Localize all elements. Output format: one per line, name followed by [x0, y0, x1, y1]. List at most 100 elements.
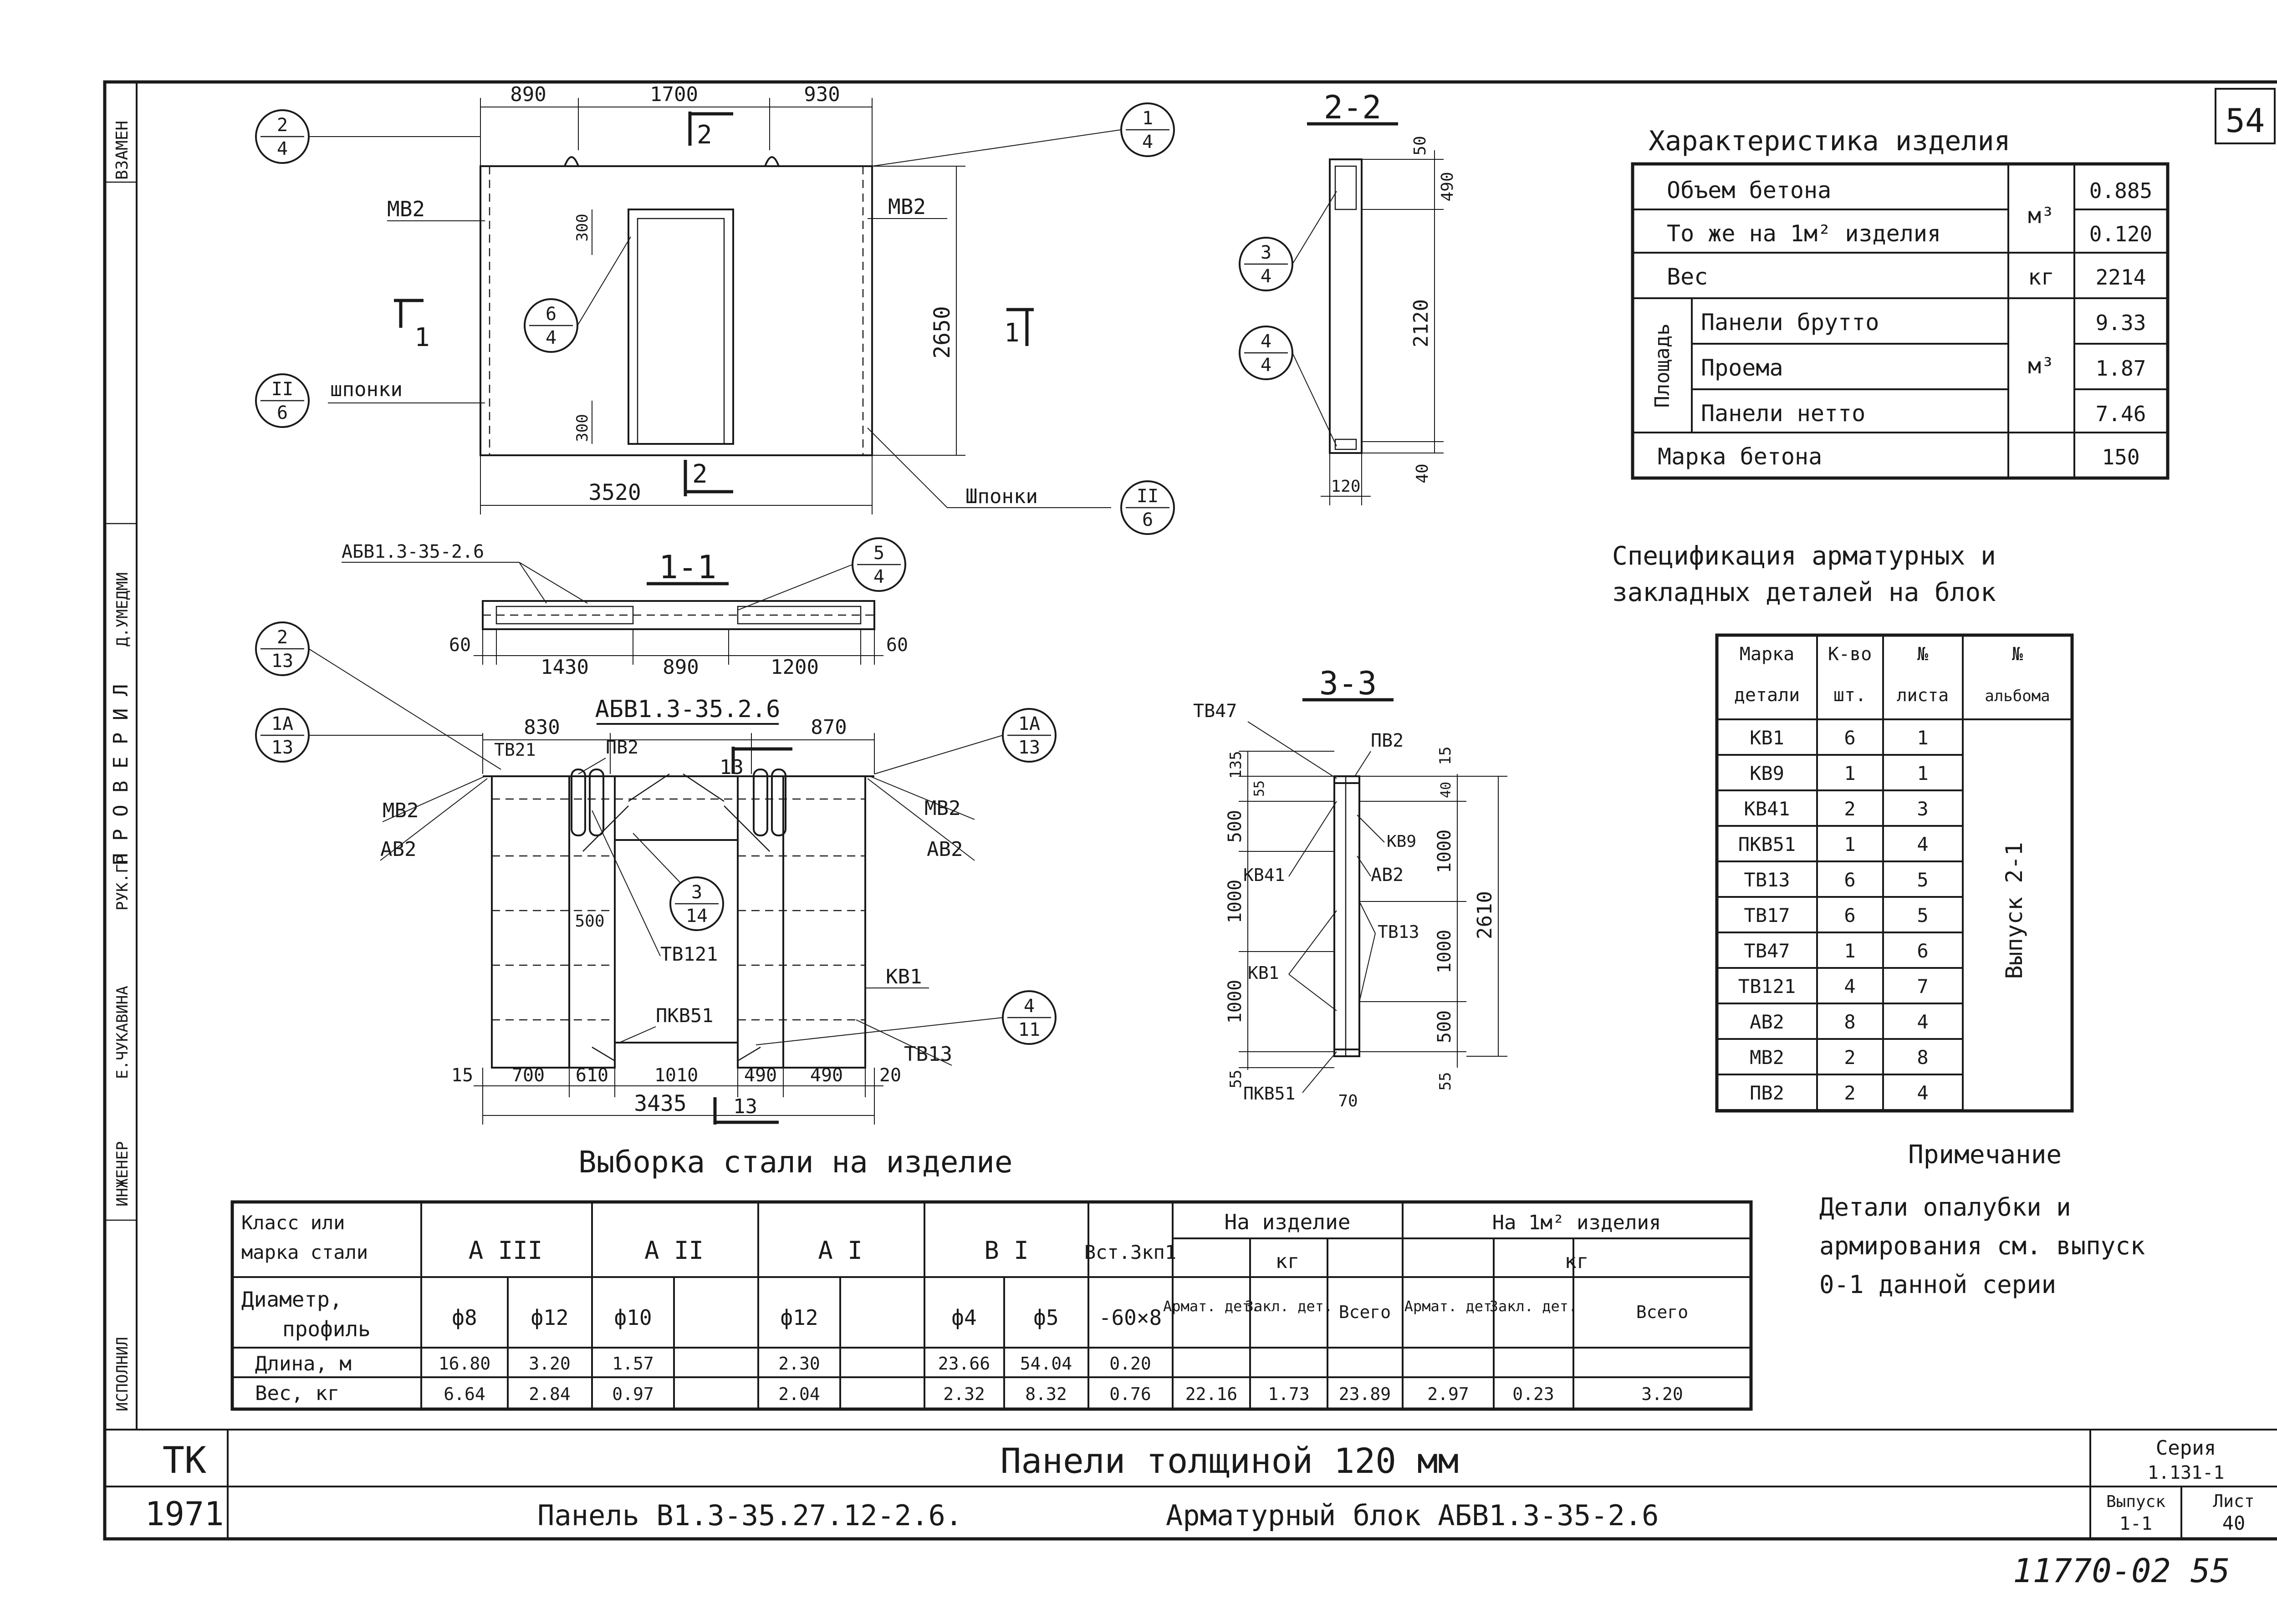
steel-title: Выборка стали на изделие — [578, 1145, 1013, 1180]
steel-weight: 2.84 — [529, 1384, 571, 1404]
block-label-kv1: КВ1 — [886, 965, 922, 988]
spec-cell: 5 — [1917, 904, 1928, 927]
char-label-4: Проема — [1701, 355, 1783, 381]
spec-cell: 4 — [1917, 833, 1928, 855]
svg-text:II: II — [1137, 486, 1159, 507]
section-2-2-dim-thick: 120 — [1331, 477, 1360, 496]
steel-class-3: В I — [984, 1236, 1029, 1265]
svg-text:1: 1 — [414, 323, 430, 352]
block-title: АБВ1.3-35.2.6 — [595, 696, 781, 723]
steel-total: 0.23 — [1512, 1384, 1554, 1404]
callout-1-4: 1 4 — [872, 102, 1175, 167]
block-label-pv2: ПВ2 — [606, 737, 638, 758]
steel-class-label-1: Класс или — [241, 1212, 345, 1234]
steel-profile: ф4 — [951, 1305, 976, 1330]
section-3-3-label-tv47: ТВ47 — [1193, 701, 1237, 722]
steel-weight: 2.04 — [778, 1384, 820, 1404]
svg-text:1: 1 — [1142, 108, 1153, 129]
char-value-2: 2214 — [2096, 265, 2146, 290]
svg-text:2: 2 — [692, 459, 708, 489]
svg-text:2: 2 — [277, 627, 288, 648]
title-subtitle-left: Панель В1.3-35.27.12-2.6. — [537, 1499, 962, 1532]
spec-cell: 5 — [1917, 869, 1928, 891]
sheet-number-box — [2215, 88, 2276, 144]
spec-cell: 1 — [1844, 940, 1855, 962]
callout-5-4: 5 4 — [737, 537, 906, 611]
callout-1A-13-right: 1А 13 — [874, 708, 1057, 774]
cut-marker-2-top: 2 — [688, 112, 733, 150]
steel-sub-5: Всего — [1636, 1302, 1688, 1322]
front-view: 890 1700 930 3520 2650 300 300 МВ2 МВ2 ш… — [255, 83, 1175, 535]
section-2-2-dim-4: 40 — [1413, 463, 1432, 483]
char-label-6: Марка бетона — [1658, 443, 1822, 470]
characteristics-table: Характеристика изделия Объем бетона То ж… — [1631, 125, 2170, 480]
note: Примечание Детали опалубки и армирования… — [1819, 1140, 2145, 1299]
steel-profile: ф8 — [452, 1305, 477, 1330]
steel-on-item: На изделие — [1225, 1210, 1351, 1234]
svg-text:4: 4 — [546, 327, 556, 348]
section-1-1-dim-2: 1430 — [541, 656, 589, 679]
svg-text:13: 13 — [271, 737, 293, 758]
spec-header-2a: № — [1917, 644, 1928, 665]
block-label-av2-right: АВ2 — [927, 838, 963, 861]
spec-cell: 6 — [1917, 940, 1928, 962]
front-dim-opening-1: 300 — [573, 214, 592, 241]
front-dim-top-2: 1700 — [650, 83, 698, 106]
title-issue-label: Выпуск — [2106, 1492, 2165, 1511]
char-value-5: 7.46 — [2096, 402, 2146, 426]
section-3-3-dim-right-2: 40 — [1438, 782, 1454, 798]
section-2-2: 2-2 50 490 2120 40 120 3 4 4 4 — [1239, 89, 1457, 505]
steel-sub-2: Всего — [1339, 1302, 1391, 1322]
front-mark-right: МВ2 — [888, 194, 926, 219]
spec-cell: 1 — [1844, 762, 1855, 784]
svg-text:4: 4 — [1261, 331, 1271, 352]
section-3-3-label-tv13: ТВ13 — [1378, 922, 1419, 942]
title-block: ТК 1971 Панели толщиной 120 мм Панель В1… — [145, 1436, 2254, 1534]
callout-6-4: 6 4 — [524, 236, 631, 353]
section-3-3-dim-right-3: 1000 — [1434, 830, 1455, 873]
steel-profile: -60×8 — [1099, 1305, 1162, 1330]
spec-cell: АВ2 — [1750, 1011, 1784, 1033]
front-label-shponki-left: шпонки — [330, 378, 403, 401]
steel-sub-0: Армат. дет. — [1163, 1298, 1260, 1315]
char-value-4: 1.87 — [2096, 356, 2146, 381]
spec-album: Выпуск 2-1 — [2001, 842, 2027, 979]
stamp-vzamen: ВЗАМЕН — [113, 121, 132, 180]
block-cut-label: 13 — [733, 1095, 757, 1118]
svg-text:4: 4 — [1142, 132, 1153, 153]
char-value-1: 0.120 — [2089, 222, 2152, 246]
section-1-1-dim-3: 890 — [663, 656, 699, 679]
section-3-3-dim-right-4: 1000 — [1434, 930, 1455, 973]
svg-text:5: 5 — [873, 543, 884, 564]
svg-text:1А: 1А — [1018, 713, 1040, 734]
char-unit-4: м³ — [2028, 353, 2054, 379]
svg-text:14: 14 — [686, 906, 708, 927]
cut-marker-1-left: 1 — [394, 299, 430, 352]
steel-profile-label-2: профиль — [282, 1317, 371, 1341]
svg-text:4: 4 — [277, 138, 288, 159]
steel-weight: 0.76 — [1109, 1384, 1151, 1404]
steel-on-m2: На 1м² изделия — [1492, 1211, 1661, 1234]
title-main: Панели толщиной 120 мм — [1001, 1441, 1459, 1481]
section-3-3-dim-left-2: 55 — [1251, 780, 1267, 797]
char-value-0: 0.885 — [2089, 178, 2152, 203]
section-2-2-dim-2: 490 — [1438, 172, 1457, 201]
spec-title-2: закладных деталей на блок — [1612, 578, 1996, 607]
steel-table: Выборка стали на изделие Класс или марка… — [230, 1145, 1753, 1411]
section-1-1-block-label: АБВ1.3-35-2.6 — [342, 541, 484, 562]
svg-text:1: 1 — [1004, 318, 1020, 348]
svg-text:2: 2 — [277, 115, 288, 136]
char-label-0: Объем бетона — [1667, 177, 1831, 204]
steel-total: 22.16 — [1185, 1384, 1237, 1404]
block-dim-top-1: 830 — [524, 716, 560, 739]
svg-text:4: 4 — [873, 566, 884, 587]
svg-text:3: 3 — [691, 882, 702, 903]
spec-cell: 1 — [1917, 762, 1928, 784]
steel-class-4: Вст.3кп1 — [1084, 1241, 1176, 1263]
steel-weight: 6.64 — [444, 1384, 485, 1404]
steel-sub-1: Закл. дет. — [1245, 1298, 1333, 1315]
svg-text:6: 6 — [277, 402, 288, 423]
steel-length: 1.57 — [612, 1354, 654, 1374]
stamp-name-1: Е.ЧУКАВИНА — [113, 986, 132, 1079]
